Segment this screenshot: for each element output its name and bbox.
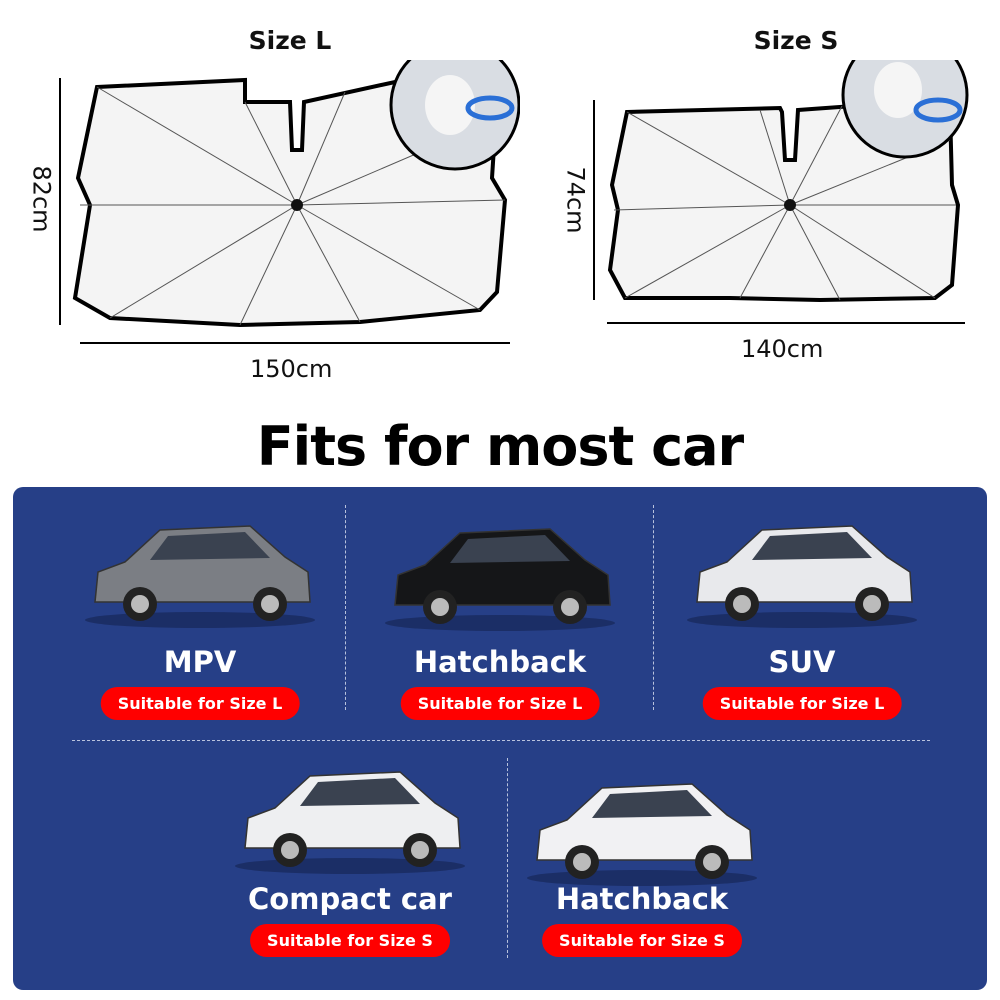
car-image (687, 525, 917, 628)
size-l-sunshade-diagram (59, 60, 520, 344)
car-window (592, 790, 712, 818)
car-image (235, 771, 465, 874)
size-fit-badge: Suitable for Size S (250, 924, 450, 957)
size-l-label: Size L (248, 26, 332, 55)
car-type-label: MPV (163, 645, 237, 679)
size-fit-badge: Suitable for Size S (542, 924, 742, 957)
size-l-height: 82cm (27, 165, 56, 233)
size-s-width: 140cm (741, 335, 824, 363)
car-window (450, 535, 570, 563)
car-window (150, 532, 270, 560)
car-image (527, 783, 757, 886)
divider (507, 758, 508, 958)
car-window (300, 778, 420, 806)
divider (72, 740, 930, 741)
divider (345, 505, 346, 710)
size-fit-badge: Suitable for Size L (702, 687, 902, 720)
page-title: Fits for most car (256, 415, 744, 478)
car-window (752, 532, 872, 560)
car-type-label: SUV (768, 645, 836, 679)
size-s-sunshade-diagram (593, 60, 969, 324)
car-type-label: Compact car (248, 882, 452, 916)
car-image (85, 525, 315, 628)
size-l-width: 150cm (250, 355, 333, 383)
car-type-label: Hatchback (555, 882, 729, 916)
divider (653, 505, 654, 710)
car-image (385, 528, 615, 631)
car-type-label: Hatchback (413, 645, 587, 679)
size-fit-badge: Suitable for Size L (400, 687, 600, 720)
size-fit-badge: Suitable for Size L (100, 687, 300, 720)
size-s-height: 74cm (561, 166, 590, 234)
size-s-label: Size S (753, 26, 839, 55)
